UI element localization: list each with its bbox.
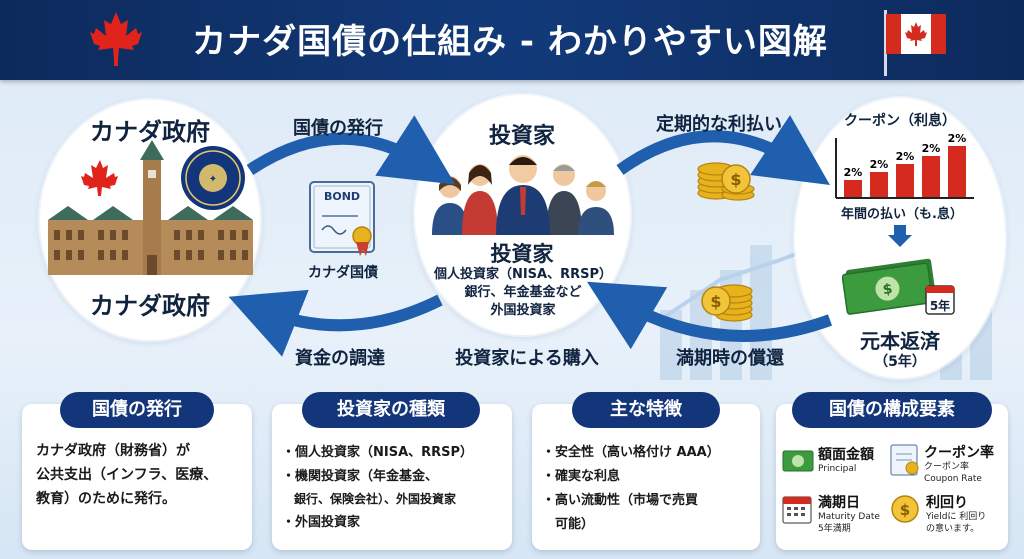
coupon-bar: [870, 172, 888, 198]
coupon-bar-chart: 2% 2% 2% 2% 2%: [835, 132, 974, 199]
investor-label-name: 投資家: [490, 242, 554, 266]
calendar-icon: [782, 496, 812, 524]
maple-leaf-icon: [90, 12, 142, 66]
element-face-sub: Principal: [818, 464, 857, 474]
bond-doc-label: BOND: [323, 190, 361, 203]
element-yield-sub1: Yieldに 利回り: [926, 512, 987, 522]
investor-label-top: 投資家: [488, 124, 555, 149]
svg-text:$: $: [882, 281, 894, 298]
card-issue-title: 国債の発行: [60, 392, 214, 428]
coupon-bar: [948, 146, 966, 198]
element-maturity-sub2: 5年満期: [818, 524, 851, 534]
card-investor-types-line-1: ・個人投資家（NISA、RRSP）: [282, 445, 474, 460]
card-issue-line-3: 教育）のために発行。: [36, 491, 176, 507]
coupon-bar-label: 2%: [870, 158, 889, 171]
card-investor-types-title: 投資家の種類: [302, 392, 480, 428]
card-issue: [22, 404, 252, 550]
coupon-chart-title: クーポン（利息）: [844, 113, 956, 129]
government-label-bottom: カナダ政府: [90, 292, 210, 320]
redemption-arrow: [586, 281, 833, 350]
element-coupon-sub1: クーポン率: [924, 462, 970, 472]
coin-stack-icon: $: [697, 162, 755, 201]
funds-arrow: [228, 289, 443, 357]
cash-stack-icon: $: [842, 258, 955, 315]
flow-issue-label: 国債の発行: [293, 118, 383, 139]
card-features-line-4: 可能）: [542, 517, 595, 532]
card-features-line-3: ・高い流動性（市場で売買: [542, 493, 699, 508]
element-face-title: 額面金額: [818, 447, 874, 463]
flagpole: [884, 10, 887, 76]
investor-line-2: 銀行、年金基金など: [464, 285, 582, 300]
flow-interest-label: 定期的な利払い: [656, 114, 782, 135]
flow-funds-label: 資金の調達: [295, 348, 385, 369]
flow-arrows: [228, 115, 833, 357]
coupon-bar-label: 2%: [844, 166, 863, 179]
element-yield-title: 利回り: [926, 495, 968, 511]
maple-leaf-icon: [81, 160, 118, 196]
element-coupon-title: クーポン率: [924, 445, 994, 461]
coin-stack-icon: $: [701, 284, 753, 322]
issue-arrow: [246, 115, 456, 185]
principal-sub: （5年）: [874, 354, 926, 370]
bond-caption: カナダ国債: [308, 265, 378, 281]
coupon-bar-label: 2%: [948, 132, 967, 145]
card-investor-types-line-2: ・機関投資家（年金基金、: [282, 469, 439, 484]
svg-text:✦: ✦: [209, 174, 217, 185]
card-features-line-2: ・確実な利息: [542, 469, 621, 484]
coupon-bar-label: 2%: [896, 150, 915, 163]
coupon-bar: [844, 180, 862, 198]
calendar-label: 5年: [929, 299, 951, 313]
card-features-title: 主な特徴: [572, 392, 720, 428]
investor-line-3: 外国投資家: [490, 303, 556, 318]
svg-text:$: $: [730, 170, 741, 189]
interest-arrow: [616, 115, 830, 185]
coupon-bar-label: 2%: [922, 142, 941, 155]
element-maturity-sub1: Maturity Date: [818, 512, 880, 522]
page-title: カナダ国債の仕組み - わかりやすい図解: [192, 22, 828, 62]
arrow-down-icon: [888, 225, 912, 247]
parliament-building-icon: ✦: [48, 140, 253, 275]
element-yield-sub2: の意います。: [926, 524, 980, 534]
element-maturity-title: 満期日: [818, 495, 860, 511]
card-components: [776, 404, 1008, 550]
card-investor-types: [272, 404, 512, 550]
canada-flag-icon: [886, 14, 946, 54]
header-banner: カナダ国債の仕組み - わかりやすい図解: [0, 0, 1024, 80]
investors-group-icon: [432, 155, 614, 235]
flow-purchase-label: 投資家による購入: [455, 348, 599, 369]
banknote-icon: [782, 450, 814, 472]
card-components-title: 国債の構成要素: [792, 392, 992, 428]
bond-certificate-icon: [309, 181, 375, 256]
svg-text:$: $: [900, 501, 910, 519]
svg-text:$: $: [710, 292, 721, 311]
coupon-bar: [922, 156, 940, 198]
card-issue-line-2: 公共支出（インフラ、医療、: [36, 467, 218, 483]
card-investor-types-line-4: ・外国投資家: [282, 515, 361, 530]
government-label-top: カナダ政府: [90, 118, 210, 146]
card-features-line-1: ・安全性（高い格付け AAA）: [542, 445, 720, 460]
certificate-icon: [890, 444, 919, 476]
card-issue-line-1: カナダ政府（財務省）が: [36, 443, 190, 459]
principal-title: 元本返済: [860, 329, 940, 353]
flow-redemption-label: 満期時の償還: [676, 348, 784, 369]
coupon-chart-caption: 年間の払い（も.息）: [841, 207, 963, 222]
card-features: [532, 404, 760, 550]
coupon-bar: [896, 164, 914, 198]
card-investor-types-line-3: 銀行、保険会社）、外国投資家: [282, 492, 457, 506]
investor-line-1: 個人投資家（NISA、RRSP）: [433, 267, 613, 282]
element-coupon-sub2: Coupon Rate: [924, 474, 982, 484]
coin-icon: $: [891, 495, 919, 523]
